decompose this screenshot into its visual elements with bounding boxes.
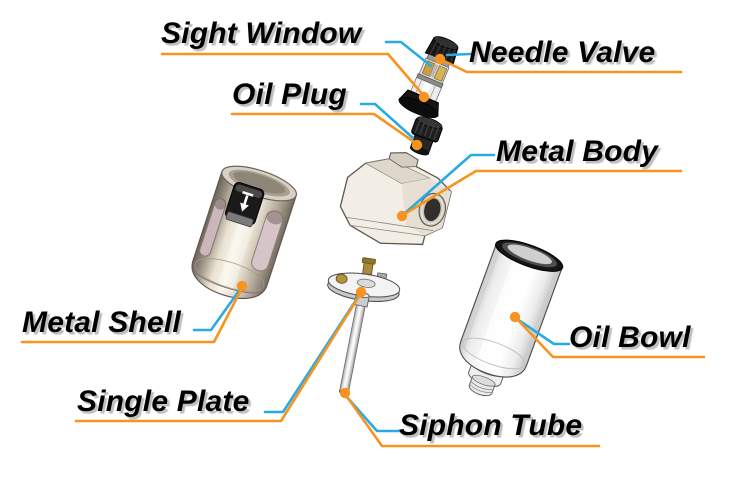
sight-glass-right [433,65,448,82]
single-plate-leader-orange [74,291,363,423]
label-metal-body: Metal Body [496,135,659,168]
label-sight-window: Sight Window [161,17,362,50]
label-needle-valve: Needle Valve [469,36,656,69]
label-single-plate: Single Plate [77,385,250,418]
metal-body-part [339,152,452,246]
metal-shell-leader-blue [192,286,243,332]
single-plate-part [327,257,401,302]
oil-bowl-leader-blue [515,317,571,346]
oil-bowl-dot [509,311,521,323]
metal-shell-leader-orange [20,286,244,344]
sight-window-leader-blue [384,40,433,68]
needle-valve-dot [434,53,446,65]
metal-body-leader-blue [402,153,496,216]
siphon-tube-dot [339,387,351,399]
plug-port [388,152,419,168]
plate-brass-nut [335,273,348,284]
label-oil-bowl: Oil Bowl [569,321,691,354]
oil-plug-leader-blue [359,102,415,140]
fill-arrow-icon [240,190,254,212]
needle-valve-part [398,36,459,119]
metal-shell-dot [236,280,248,292]
needle-valve-leader-blue [445,52,472,57]
metal-body-leader-orange [401,169,683,217]
bowl-neck [468,376,496,397]
needle-valve-leader-orange [440,58,683,74]
label-siphon-tube: Siphon Tube [399,409,583,442]
siphon-tube-leader-orange [343,392,601,448]
label-oil-plug: Oil Plug [232,78,347,111]
oil-plug-dot [411,139,423,151]
sight-window-leader-orange [160,52,426,98]
oil-bowl-leader-orange [514,316,706,359]
sight-window-dot [418,91,430,103]
metal-body-dot [396,210,408,222]
outlet-hole [424,198,441,222]
oil-plug-leader-orange [230,112,419,146]
label-metal-shell: Metal Shell [22,306,181,339]
single-plate-dot [355,286,367,298]
oil-bowl-part [459,239,564,397]
siphon-tube-leader-blue [344,394,401,433]
metal-shell-part [191,165,297,300]
